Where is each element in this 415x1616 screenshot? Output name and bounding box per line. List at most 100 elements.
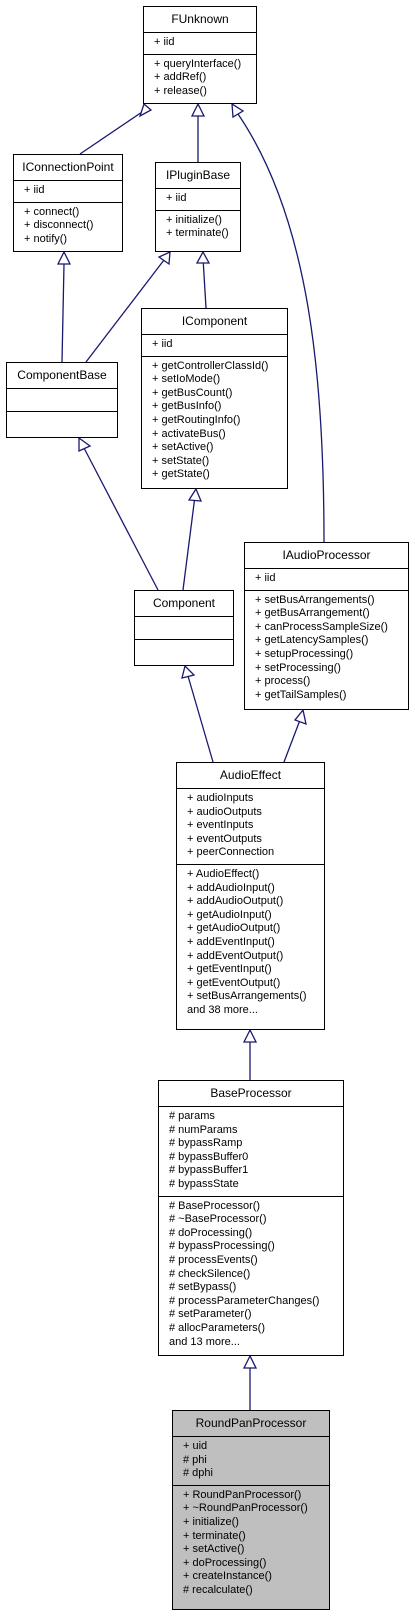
class-method: + getAudioOutput() [187, 922, 281, 935]
edge-icomponent-ipluginbase [202, 257, 207, 309]
class-method: + doProcessing() [183, 1556, 267, 1569]
class-method: + terminate() [166, 227, 229, 240]
class-method: and 38 more... [187, 1003, 258, 1016]
class-method: + connect() [24, 205, 80, 218]
class-method: + getState() [152, 468, 210, 481]
class-method: + process() [255, 675, 311, 688]
class-method: + terminate() [183, 1529, 246, 1542]
class-box-baseprocessor[interactable]: BaseProcessor # params# numParams# bypas… [158, 1080, 344, 1356]
class-method: + setActive() [152, 441, 214, 454]
arrowhead-baseprocessor-audioeffect [242, 1028, 258, 1043]
class-method: + activateBus() [152, 427, 226, 440]
class-method: + disconnect() [24, 219, 94, 232]
class-attribute: + eventInputs [187, 819, 254, 832]
class-method: # processEvents() [169, 1253, 258, 1266]
class-method: + initialize() [166, 213, 222, 226]
methods-section: + getControllerClassId()+ setIoMode()+ g… [142, 357, 287, 486]
class-method: + setState() [152, 454, 210, 467]
class-method: # checkSilence() [169, 1267, 251, 1280]
class-box-iconnectionpoint[interactable]: IConnectionPoint + iid + connect()+ disc… [13, 154, 123, 252]
class-method: + getRoutingInfo() [152, 413, 241, 426]
edge-component-icomponent [182, 495, 196, 591]
arrowhead-audioeffect-component [181, 664, 196, 679]
class-attribute: # params [169, 1110, 215, 1122]
class-method: + getBusCount() [152, 386, 233, 399]
class-method: + addEventOutput() [187, 949, 284, 962]
class-attribute: # bypassRamp [169, 1137, 243, 1150]
class-name: AudioEffect [177, 763, 324, 789]
class-box-icomponent[interactable]: IComponent + iid + getControllerClassId(… [141, 308, 288, 489]
attributes-section [7, 389, 117, 412]
class-method: + RoundPanProcessor() [183, 1488, 302, 1501]
class-box-iaudioprocessor[interactable]: IAudioProcessor + iid + setBusArrangemen… [244, 542, 409, 710]
attributes-section [135, 617, 233, 640]
class-method: + setBusArrangements() [255, 593, 375, 606]
attributes-section: + iid [142, 335, 287, 357]
class-attribute: + audioInputs [187, 792, 254, 804]
methods-section [7, 412, 117, 434]
methods-section: + initialize()+ terminate() [156, 211, 240, 245]
class-method: + setupProcessing() [255, 647, 354, 660]
attributes-section: + iid [156, 189, 240, 211]
class-method: + AudioEffect() [187, 867, 260, 880]
arrowhead-iconnectionpoint-funknown [138, 102, 153, 118]
class-method: + setActive() [183, 1543, 245, 1556]
class-name: IAudioProcessor [245, 543, 408, 569]
edge-componentbase-ipluginbase [85, 259, 165, 363]
class-method: # BaseProcessor() [169, 1199, 261, 1212]
class-method: + getBusInfo() [152, 400, 222, 413]
class-name: Component [135, 591, 233, 617]
class-method: + getTailSamples() [255, 688, 347, 701]
class-method: + getLatencySamples() [255, 634, 369, 647]
class-method: + addEventInput() [187, 935, 275, 948]
class-box-component[interactable]: Component [134, 590, 234, 666]
arrowhead-component-icomponent [187, 487, 203, 502]
class-method: # processParameterChanges() [169, 1294, 320, 1307]
arrowhead-icomponent-ipluginbase [195, 250, 211, 264]
class-box-audioeffect[interactable]: AudioEffect + audioInputs+ audioOutputs+… [176, 762, 325, 1030]
arrowhead-ipluginbase-funknown [190, 102, 206, 117]
class-box-componentbase[interactable]: ComponentBase [6, 362, 118, 438]
class-method: + getControllerClassId() [152, 359, 269, 372]
methods-section: + queryInterface()+ addRef()+ release() [144, 55, 256, 103]
class-box-roundpanprocessor[interactable]: RoundPanProcessor + uid# phi# dphi + Rou… [172, 1410, 330, 1610]
class-attribute: + iid [255, 572, 276, 584]
class-method: + getBusArrangement() [255, 607, 370, 620]
class-method: + release() [154, 84, 207, 97]
arrowhead-component-componentbase [78, 436, 92, 453]
edge-audioeffect-iaudioprocessor [283, 719, 301, 763]
class-name: BaseProcessor [159, 1081, 343, 1107]
edge-audioeffect-component [187, 675, 214, 763]
class-method: + setIoMode() [152, 373, 221, 386]
arrowhead-audioeffect-iaudioprocessor [293, 708, 307, 726]
edge-component-componentbase [83, 447, 159, 591]
class-name: IComponent [142, 309, 287, 335]
class-method: # doProcessing() [169, 1226, 253, 1239]
class-method: + createInstance() [183, 1570, 272, 1583]
class-box-funknown[interactable]: FUnknown + iid + queryInterface()+ addRe… [143, 6, 257, 104]
methods-section [135, 640, 233, 662]
class-attribute: # bypassState [169, 1177, 239, 1190]
class-method: + getEventOutput() [187, 976, 281, 989]
class-attribute: + iid [154, 36, 175, 48]
edge-iaudioprocessor-funknown [237, 113, 325, 543]
class-method: + queryInterface() [154, 57, 242, 70]
class-attribute: + iid [152, 338, 173, 350]
class-name: RoundPanProcessor [173, 1411, 329, 1437]
class-attribute: # bypassBuffer0 [169, 1150, 249, 1163]
class-method: # bypassProcessing() [169, 1240, 275, 1253]
class-attribute: + peerConnection [187, 846, 275, 859]
class-method: + getEventInput() [187, 963, 272, 976]
arrowhead-iaudioprocessor-funknown [231, 102, 245, 119]
class-name: IConnectionPoint [14, 155, 122, 181]
class-box-ipluginbase[interactable]: IPluginBase + iid + initialize()+ termin… [155, 162, 241, 252]
class-attribute: + iid [166, 192, 187, 204]
class-method: # setParameter() [169, 1308, 252, 1321]
attributes-section: # params# numParams# bypassRamp# bypassB… [159, 1107, 343, 1197]
class-attribute: # dphi [183, 1467, 213, 1480]
class-method: # setBypass() [169, 1281, 237, 1294]
attributes-section: + audioInputs+ audioOutputs+ eventInputs… [177, 789, 324, 865]
class-method: + initialize() [183, 1515, 239, 1528]
class-name: FUnknown [144, 7, 256, 33]
class-attribute: + uid [183, 1440, 208, 1452]
